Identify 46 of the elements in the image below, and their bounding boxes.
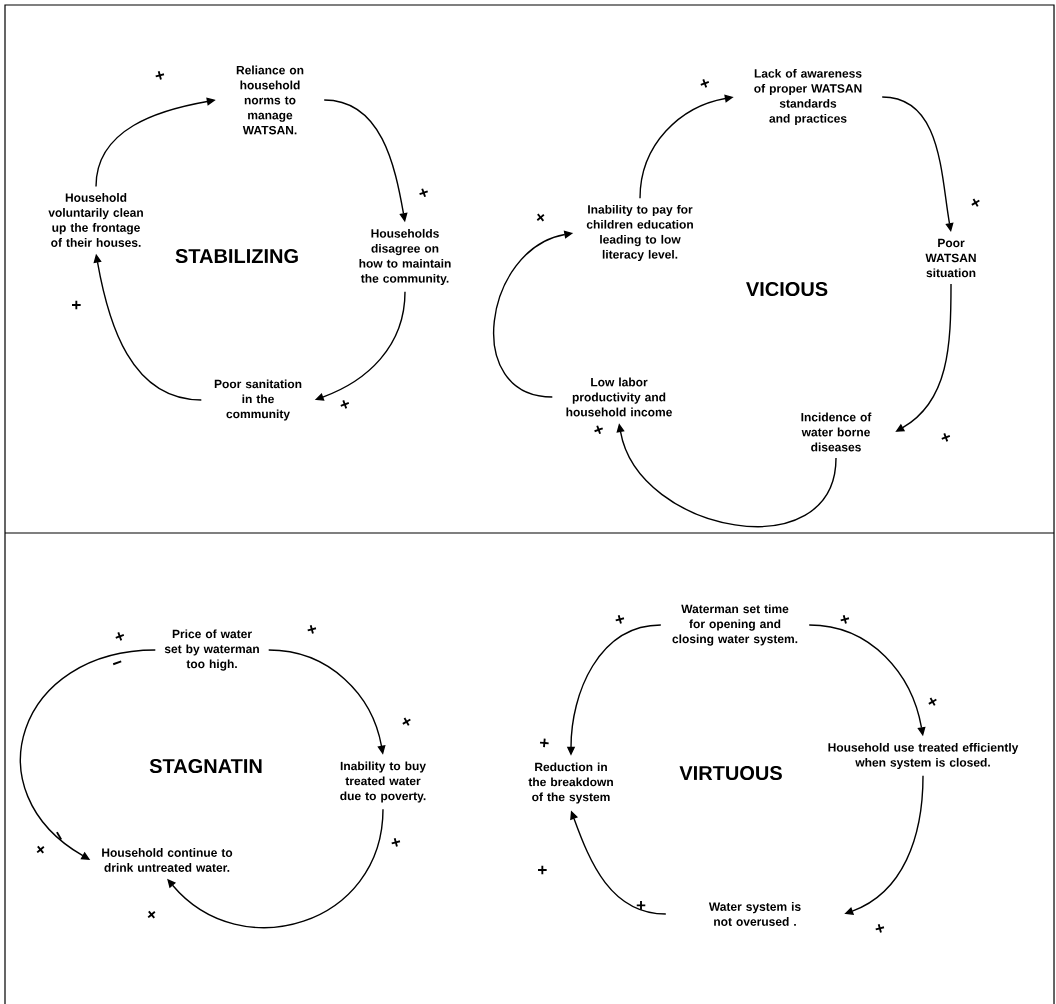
factor-text: Poor WATSAN situation <box>925 238 976 278</box>
factor-text: Incidence of water borne diseases <box>801 412 872 452</box>
polarity-sign: + <box>875 923 885 933</box>
polarity-sign: + <box>539 738 549 748</box>
factor-text: Lack of awareness of proper WATSAN standards and practices <box>754 68 862 126</box>
factor-text: Reliance on household norms to manage WATSAN. <box>236 65 304 135</box>
polarity-sign: + <box>928 697 937 706</box>
polarity-sign: + <box>72 300 81 310</box>
factor-text: Waterman set time for opening and closing water system. <box>672 604 798 646</box>
polarity-sign: + <box>636 901 646 910</box>
factor-text: Inability to buy treated water due to poverty. <box>340 761 426 803</box>
loop-title: VIRTUOUS <box>679 765 782 781</box>
polarity-sign: + <box>307 624 317 634</box>
polarity-sign: + <box>147 910 156 919</box>
factor-text: Inability to pay for children education leading to low literacy level. <box>586 204 693 262</box>
factor-text: Households disagree on how to maintain the community. <box>359 228 451 286</box>
polarity-sign: − <box>56 831 62 840</box>
polarity-sign: + <box>594 425 604 435</box>
factor-text: Reduction in the breakdown of the system <box>528 762 613 804</box>
factor-text: Price of water set by waterman too high. <box>164 629 259 671</box>
polarity-sign: + <box>840 614 850 624</box>
loop-title: STABILIZING <box>175 248 298 264</box>
polarity-sign: + <box>115 632 125 641</box>
loop-title: STAGNATIN <box>149 758 262 774</box>
factor-text: Low labor productivity and household income <box>566 377 672 417</box>
polarity-sign: + <box>538 865 547 875</box>
polarity-sign: + <box>36 845 45 854</box>
causal-arrow <box>167 808 384 929</box>
polarity-sign: + <box>700 79 710 88</box>
polarity-sign: + <box>615 614 625 624</box>
polarity-sign: + <box>419 188 429 198</box>
polarity-sign: + <box>941 433 951 442</box>
polarity-sign: + <box>971 198 980 207</box>
polarity-sign: + <box>402 717 411 726</box>
polarity-sign: + <box>155 70 165 80</box>
polarity-sign: + <box>391 837 401 847</box>
factor-text: Water system is not overused . <box>708 902 801 926</box>
factor-text: Household continue to drink untreated water. <box>102 848 233 872</box>
polarity-sign: + <box>340 400 350 409</box>
factor-text: Poor sanitation in the community <box>214 379 302 421</box>
polarity-sign: + <box>536 213 545 222</box>
loop-title: VICIOUS <box>746 281 828 297</box>
factor-text: Household voluntarily clean up the frontage of their houses. <box>48 193 143 247</box>
polarity-sign: − <box>112 660 122 666</box>
factor-text: Household use treated efficiently when system is closed. <box>828 742 1019 770</box>
causal-arrow <box>20 649 156 860</box>
